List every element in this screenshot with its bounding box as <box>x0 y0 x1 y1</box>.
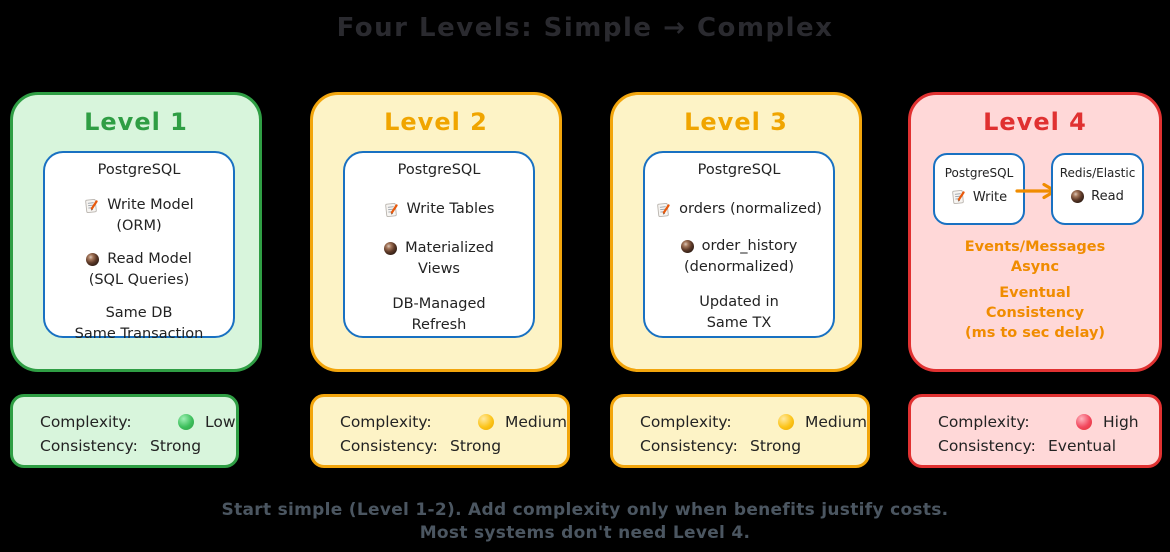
read-label: Read <box>1091 189 1124 204</box>
level-3-card: Level 3 PostgreSQL orders (normalized) <box>610 92 862 372</box>
read-model-sub: (SQL Queries) <box>88 272 190 288</box>
read-model-row: Read Model <box>86 250 192 269</box>
complexity-dot-medium-icon <box>778 414 794 430</box>
note-line-2: Same Transaction <box>74 326 204 342</box>
eventual-consistency-note: Eventual Consistency (ms to sec delay) <box>911 283 1159 343</box>
write-model-sub: (ORM) <box>116 218 162 234</box>
note-line-1: Updated in <box>699 294 779 310</box>
level-2-heading: Level 2 <box>384 108 488 136</box>
complexity-dot-low-icon <box>178 414 194 430</box>
consistency-row: Consistency: Strong <box>640 434 867 458</box>
consistency-line: Consistency <box>985 305 1085 321</box>
complexity-dot-high-icon <box>1076 414 1092 430</box>
views-label: Views <box>418 261 460 277</box>
orders-row: orders (normalized) <box>656 200 822 219</box>
note-line-1: DB-Managed <box>392 296 486 312</box>
write-tables-label: Write Tables <box>406 201 495 217</box>
async-line: Async <box>1010 259 1060 275</box>
consistency-row: Consistency: Strong <box>340 434 567 458</box>
level-2-badge: Complexity: Medium Consistency: Strong <box>310 394 570 468</box>
db-title: PostgreSQL <box>397 162 481 178</box>
consistency-label: Consistency: <box>340 437 438 455</box>
write-label: Write <box>972 189 1008 205</box>
db-title: PostgreSQL <box>697 162 781 178</box>
write-model-row: Write Model <box>84 196 194 215</box>
level-4-write-box: PostgreSQL Write <box>933 153 1025 225</box>
complexity-value: Low <box>205 413 236 431</box>
memo-icon <box>657 202 670 217</box>
level-1-card: Level 1 PostgreSQL Write Model (ORM) <box>10 92 262 372</box>
complexity-value: Medium <box>505 413 567 431</box>
level-3-heading: Level 3 <box>684 108 788 136</box>
eye-icon <box>384 242 398 255</box>
consistency-row: Consistency: Eventual <box>938 434 1159 458</box>
diagram-title: Four Levels: Simple → Complex <box>336 13 834 43</box>
events-messages-note: Events/Messages Async <box>911 237 1159 277</box>
read-model-label: Read Model <box>107 251 192 267</box>
complexity-row: Complexity: High <box>938 410 1159 434</box>
read-row: Read <box>1071 189 1124 204</box>
memo-icon <box>952 190 965 204</box>
level-2-database-box: PostgreSQL Write Tables Materialized <box>343 151 535 338</box>
read-box-title: Redis/Elastic <box>1059 166 1136 180</box>
level-1-database-box: PostgreSQL Write Model (ORM) Read <box>43 151 235 342</box>
consistency-value: Strong <box>750 437 802 455</box>
consistency-value: Eventual <box>1048 437 1117 455</box>
complexity-label: Complexity: <box>640 413 732 431</box>
consistency-row: Consistency: Strong <box>40 434 236 458</box>
note-line-1: Same DB <box>105 305 173 321</box>
write-box-title: PostgreSQL <box>944 166 1014 180</box>
order-history-row: order_history <box>680 237 798 256</box>
eventual-line: Eventual <box>999 285 1071 301</box>
level-4-card: Level 4 PostgreSQL Write <box>908 92 1162 372</box>
consistency-value: Strong <box>150 437 202 455</box>
events-messages-line: Events/Messages <box>964 239 1106 255</box>
note-line-2: Same TX <box>706 315 772 331</box>
caption-line-2: Most systems don't need Level 4. <box>419 523 751 543</box>
memo-icon <box>85 198 98 213</box>
delay-line: (ms to sec delay) <box>964 325 1106 341</box>
level-1-heading: Level 1 <box>84 108 188 136</box>
complexity-row: Complexity: Medium <box>640 410 867 434</box>
denormalized-label: (denormalized) <box>683 259 794 275</box>
level-2-card: Level 2 PostgreSQL Write Tables <box>310 92 562 372</box>
consistency-label: Consistency: <box>938 437 1036 455</box>
level-3-badge: Complexity: Medium Consistency: Strong <box>610 394 870 468</box>
consistency-value: Strong <box>450 437 502 455</box>
complexity-label: Complexity: <box>40 413 132 431</box>
eye-icon <box>1071 190 1085 203</box>
complexity-label: Complexity: <box>340 413 432 431</box>
level-3-database-box: PostgreSQL orders (normalized) order_his <box>643 151 835 338</box>
memo-icon <box>384 202 398 217</box>
complexity-row: Complexity: Low <box>40 410 236 434</box>
complexity-label: Complexity: <box>938 413 1030 431</box>
materialized-label: Materialized <box>405 240 494 256</box>
write-row: Write <box>951 189 1007 205</box>
level-4-read-box: Redis/Elastic Read <box>1051 153 1144 225</box>
caption-line-1: Start simple (Level 1-2). Add complexity… <box>221 500 949 520</box>
consistency-label: Consistency: <box>40 437 138 455</box>
complexity-row: Complexity: Medium <box>340 410 567 434</box>
eye-icon <box>680 240 694 253</box>
complexity-value: High <box>1103 413 1139 431</box>
level-4-badge: Complexity: High Consistency: Eventual <box>908 394 1162 468</box>
level-4-heading: Level 4 <box>983 108 1087 136</box>
order-history-label: order_history <box>701 238 798 254</box>
write-tables-row: Write Tables <box>384 200 495 219</box>
write-model-label: Write Model <box>107 197 194 213</box>
consistency-label: Consistency: <box>640 437 738 455</box>
materialized-views-row: Materialized <box>384 239 494 258</box>
complexity-value: Medium <box>805 413 867 431</box>
eye-icon <box>86 253 100 266</box>
db-title: PostgreSQL <box>97 162 181 178</box>
complexity-dot-medium-icon <box>478 414 494 430</box>
level-1-badge: Complexity: Low Consistency: Strong <box>10 394 239 468</box>
orders-label: orders (normalized) <box>679 201 822 217</box>
note-line-2: Refresh <box>411 317 467 333</box>
